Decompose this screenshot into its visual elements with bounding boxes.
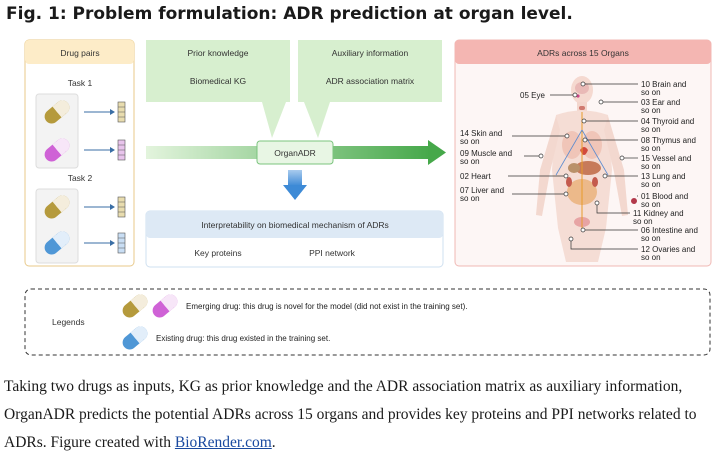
adr-label-ear: 03 Ear and [641,98,680,107]
adr-label-blood: 01 Blood and [641,192,688,201]
adr-panel: ADRs across 15 Organs [454,39,712,267]
task2-vector2-icon [117,232,126,254]
caption-text: Taking two drugs as inputs, KG as prior … [4,378,697,451]
human-body-icon [536,76,637,262]
legend-emerging-text: Emerging drug: this drug is novel for th… [186,302,467,311]
legend-existing-text: Existing drug: this drug existed in the … [156,334,330,343]
adr-left-labels: 05 Eye 14 Skin and so on 09 Muscle and s… [460,91,545,203]
adr-label-lung-2: so on [641,180,661,189]
down-arrow [283,170,307,200]
biorender-link[interactable]: BioRender.com [174,434,272,451]
prior-knowledge-header: Prior knowledge [188,48,249,58]
adr-label-ovaries-2: so on [641,253,661,262]
task2-label: Task 2 [68,173,93,183]
task1-drug1-icon [44,100,70,124]
drug-pairs-header: Drug pairs [60,48,99,58]
adr-label-liver: 07 Liver and [460,186,504,195]
drug-pairs-panel: Drug pairs Task 1 Task 2 [24,39,135,267]
task2-drug2-icon [44,231,70,255]
task1-vector2-icon [117,139,126,161]
figure-title: Fig. 1: Problem formulation: ADR predict… [6,4,573,24]
adr-label-skin-2: so on [460,137,480,146]
interpretability-header: Interpretability on biomedical mechanism… [201,220,389,230]
adr-right-labels: 10 Brain and so on 03 Ear and so on 04 T… [633,80,698,262]
adr-label-muscle-2: so on [460,157,480,166]
legend-emerging-magenta-icon [152,294,178,318]
caption-end: . [271,434,276,451]
adr-label-vessel-2: so on [641,162,661,171]
legend-emerging-olive-icon [122,294,148,318]
model-arrow: OrganADR [146,140,446,165]
adr-label-thyroid: 04 Thyroid and [641,117,694,126]
adr-label-thyroid-2: so on [641,125,661,134]
adr-label-thymus: 08 Thymus and [641,136,696,145]
ppi-network-label: PPI network [309,248,356,258]
adr-label-thymus-2: so on [641,144,661,153]
adr-label-lung: 13 Lung and [641,172,686,181]
interpretability-panel: Interpretability on biomedical mechanism… [145,210,444,268]
legend-existing-blue-icon [122,326,148,350]
prior-knowledge-box: Prior knowledge Biomedical KG [146,40,290,138]
adr-label-vessel: 15 Vessel and [641,154,691,163]
legends-box: Legends Emerging drug: this drug is nove… [24,288,711,356]
task2-vector1-icon [117,196,126,218]
figure-caption: Taking two drugs as inputs, KG as prior … [4,373,723,457]
adr-label-eye: 05 Eye [520,91,545,100]
adr-label-muscle: 09 Muscle and [460,149,512,158]
auxiliary-info-box: Auxiliary information ADR association ma… [298,40,442,138]
adr-label-brain: 10 Brain and [641,80,686,89]
adr-label-ear-2: so on [641,106,661,115]
adr-label-skin: 14 Skin and [460,129,502,138]
key-proteins-label: Key proteins [194,248,241,258]
adr-label-heart: 02 Heart [460,172,491,181]
adr-label-liver-2: so on [460,194,480,203]
model-label: OrganADR [274,148,316,158]
task1-label: Task 1 [68,78,93,88]
adr-label-ovaries: 12 Ovaries and [641,245,695,254]
task1-vector1-icon [117,101,126,123]
task1-drug2-icon [44,138,70,162]
auxiliary-header: Auxiliary information [332,48,409,58]
adr-label-intestine: 06 Intestine and [641,226,698,235]
adr-label-kidney: 11 Kidney and [633,209,684,218]
adr-label-blood-2: so on [641,200,661,209]
legends-label: Legends [52,317,85,327]
adr-label-intestine-2: so on [641,234,661,243]
prior-knowledge-item: Biomedical KG [190,76,246,86]
auxiliary-item: ADR association matrix [326,76,415,86]
adr-header: ADRs across 15 Organs [537,48,629,58]
task2-drug1-icon [44,195,70,219]
adr-label-brain-2: so on [641,88,661,97]
adr-label-kidney-2: so on [633,217,653,226]
